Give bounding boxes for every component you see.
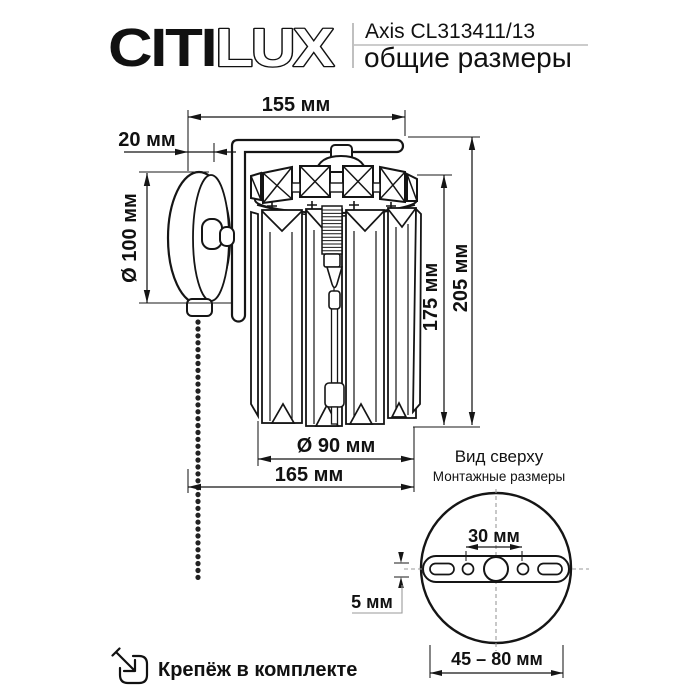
dim-arm-length: 155 мм [262,94,331,116]
top-view-title: Вид сверху [455,447,544,466]
brand-logo-solid: CITI [108,18,215,78]
dim-total-width: 165 мм [275,464,344,486]
top-view-subtitle: Монтажные размеры [433,469,565,484]
mount-hole-left [461,562,475,576]
hardware-included-icon [111,647,149,685]
page-title: общие размеры [364,42,572,73]
mount-range-arrows [430,670,563,676]
dim-shade-height: 175 мм [420,263,442,332]
hardware-included-label: Крепёж в комплекте [158,659,357,681]
dim-hole-spacing: 30 мм [468,526,520,546]
top-view-section: Вид сверху Монтажные размеры 30 мм 5 мм [351,447,589,678]
bulb-assembly [321,205,345,425]
rod-finial [324,382,345,408]
slot-height-leader [352,585,403,614]
dim-plate-depth: 20 мм [118,129,175,151]
brand-logo-outline: LUX [215,18,334,78]
wall-arm [230,138,405,323]
mount-slot-right [537,562,563,576]
slot-height-ticks [394,562,409,578]
model-title: Axis CL313411/13 [365,20,535,43]
plate-knob-cap [219,226,235,247]
mount-slot-left [429,562,455,576]
socket-thread-lines [322,209,342,252]
hole-spacing-extlines [465,551,523,561]
footer-note: Крепёж в комплекте [111,647,357,685]
bulb-tip [325,266,344,289]
center-rod [330,308,339,384]
center-hole [483,556,509,582]
dim-mount-range: 45 – 80 мм [451,649,543,669]
dim-shade-diameter: Ø 90 мм [297,435,376,457]
main-dimensions: 155 мм 20 мм Ø 100 мм 175 мм 205 мм Ø 90… [118,94,480,493]
sconce-drawing [166,138,422,587]
dim-total-height: 205 мм [450,244,472,313]
switch-housing [186,298,213,317]
dim-plate-diameter: Ø 100 мм [119,193,141,283]
dimension-arrows [143,113,476,491]
socket-body [323,253,341,268]
hole-spacing-arrows [466,544,522,550]
crystal-skirt [250,206,422,427]
crystal-ring-facets [250,165,418,204]
mount-hole-right [516,562,530,576]
bulb-neck [328,290,341,310]
slot-height-arrows [398,552,404,588]
rod-tip [330,406,339,425]
dim-slot-height: 5 мм [351,592,393,612]
